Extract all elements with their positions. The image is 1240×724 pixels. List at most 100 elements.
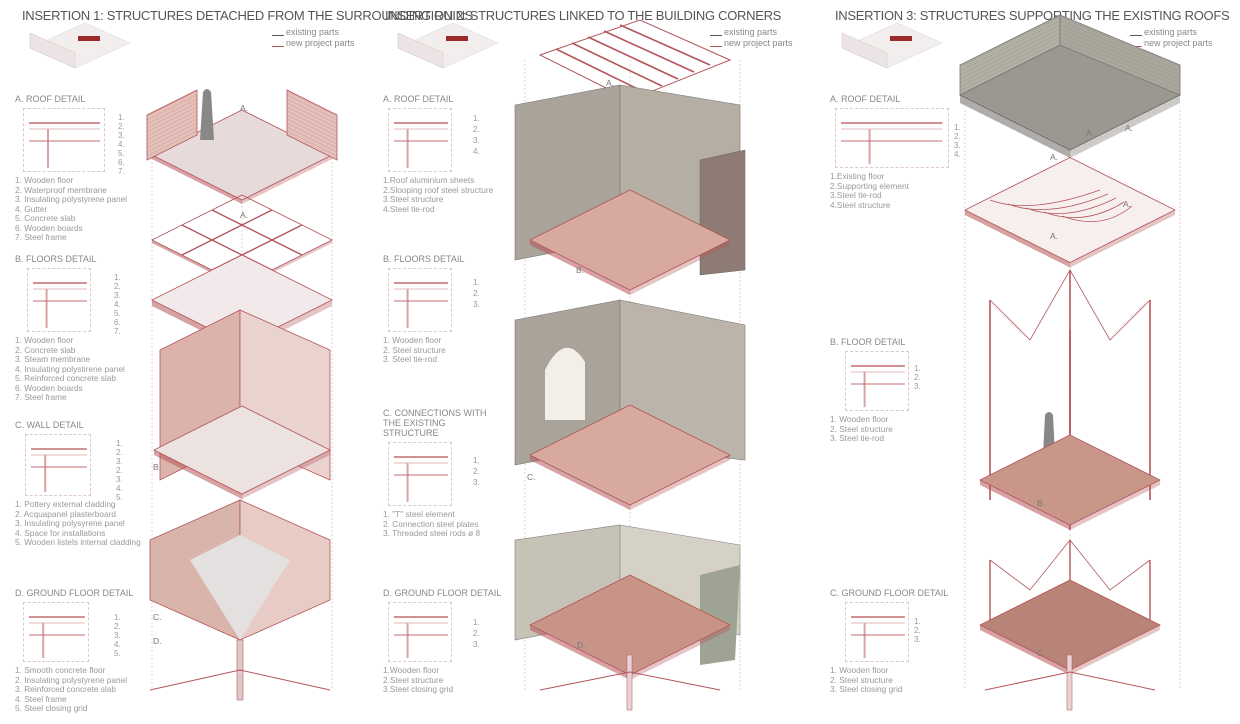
- insertion-2-connections-detail: C. CONNECTIONS WITH THE EXISTING STRUCTU…: [383, 408, 508, 539]
- list-item: 7. Steel frame: [15, 232, 67, 242]
- new-swatch: [710, 46, 722, 47]
- floor-slab-side: [242, 450, 330, 499]
- frame-beam: [211, 224, 303, 271]
- roof-parapet-stripe: [286, 114, 338, 141]
- list-item: 4. Steel frame: [15, 693, 67, 704]
- list-item: 3. Steel closing grid: [830, 684, 903, 694]
- list-item: 4.Steel tie-rod: [383, 203, 435, 214]
- marker-label: B.: [1037, 498, 1046, 508]
- existing-ruin-wall: [514, 524, 621, 641]
- floor-platform: [529, 189, 731, 291]
- existing-swatch: [272, 35, 284, 36]
- roof-parapet-stripe: [146, 98, 198, 125]
- detail-section-drawing: 1.2.3.4.5.6.7.: [23, 108, 125, 176]
- detail-section-drawing: 1.2.3.: [845, 602, 921, 662]
- floor-platform-side: [980, 625, 1070, 675]
- list-item: 4. Insulating polystirene panel: [15, 363, 125, 374]
- list-item: 3. Insulating polystyrene panel: [15, 194, 128, 204]
- floor-platform: [529, 574, 731, 676]
- legend-existing-label: existing parts: [1144, 27, 1198, 37]
- interior-floor: [190, 535, 290, 640]
- roof-platform-side: [242, 155, 332, 204]
- detail-heading: B. FLOORS DETAIL: [15, 254, 97, 264]
- key-plan-building-wall: [29, 32, 76, 69]
- detail-section-lines: [31, 448, 87, 492]
- support-column: [626, 654, 633, 711]
- roof-parapet-stripe: [286, 106, 338, 133]
- detail-heading: C. WALL DETAIL: [15, 420, 84, 430]
- marker-label: D.: [153, 636, 162, 646]
- roof-parapet-stripe: [146, 122, 198, 149]
- list-item: 3. Insulating polysyrene panel: [15, 518, 125, 528]
- marker-label: A.: [1123, 199, 1132, 209]
- roof-parapet-stripe: [146, 106, 198, 133]
- tie-rod: [1025, 197, 1117, 214]
- insertion-2-roof-detail: A. ROOF DETAIL 1.2.3.4. 1.Roof aluminium…: [383, 94, 508, 214]
- roof-steel-frame: [151, 194, 333, 286]
- key-plan-building-wall: [397, 32, 444, 69]
- roof-steel-frame-side: [152, 240, 242, 288]
- tie-rod: [1007, 193, 1109, 211]
- legend-3: existing parts new project parts: [1130, 27, 1213, 49]
- list-item: 1.Roof aluminium sheets: [383, 175, 475, 185]
- detail-heading: D. GROUND FLOOR DETAIL: [15, 588, 134, 598]
- floor-platform-side: [530, 625, 630, 680]
- detail-section-drawing: 1.2.3.2.3.4.5.: [25, 434, 123, 502]
- supporting-roof-element: [964, 157, 1176, 263]
- roof-parapet-stripe: [146, 94, 198, 121]
- list-item: 4. Space for installations: [15, 527, 106, 538]
- tie-rod: [1043, 201, 1125, 218]
- list-item: 6. Wooden boards: [15, 222, 83, 233]
- detail-heading: A. ROOF DETAIL: [15, 94, 86, 104]
- ground-floor-wall: [239, 499, 331, 641]
- floor-platform: [979, 434, 1161, 526]
- insertion-2-title: INSERTION 2: STRUCTURES LINKED TO THE BU…: [385, 8, 782, 23]
- existing-roof-slab-side: [960, 95, 1070, 158]
- tie-rod: [989, 539, 1151, 591]
- floor-platform-side: [1070, 480, 1160, 530]
- existing-parapet: [959, 14, 1061, 96]
- roof-parapet-stripe: [286, 122, 338, 149]
- list-item: 5. Steel closing grid: [15, 703, 88, 713]
- existing-ruin-wall: [619, 84, 741, 251]
- detail-section-lines: [394, 122, 448, 168]
- roof-sheet-beam: [603, 30, 695, 73]
- floor-platform-side: [630, 455, 730, 510]
- marker-label: D.: [577, 640, 586, 650]
- key-plan-building-wall: [841, 32, 888, 69]
- marker-label: A.: [240, 210, 249, 220]
- list-item: 5. Wooden listels internal cladding: [15, 537, 141, 547]
- marker-label: A.: [606, 78, 615, 88]
- roof-sheet-beam: [619, 24, 711, 66]
- insertion-3-roof-detail: A. ROOF DETAIL 1.2.3.4. 1.Existing floor…: [830, 94, 961, 210]
- list-item: 6. Wooden boards: [15, 382, 83, 393]
- list-item: 1. Wooden floor: [15, 335, 74, 345]
- detail-section-drawing: 1.2.3.4.5.: [23, 602, 121, 662]
- list-item: 3. Steel tie-rod: [830, 433, 884, 443]
- detail-section-drawing: 1.2.3.: [388, 602, 480, 662]
- roof-parapet-stripe: [286, 110, 338, 137]
- detail-heading: B. FLOOR DETAIL: [830, 337, 906, 347]
- roof-parapet-stripe: [146, 126, 198, 153]
- key-plan-building-highlight: [890, 36, 912, 41]
- support-column: [1066, 654, 1073, 711]
- insertion-2-ground-floor-detail: D. GROUND FLOOR DETAIL 1.2.3. 1.Wooden f…: [383, 588, 508, 695]
- roof-parapet-stripe: [286, 130, 338, 157]
- existing-parapet-stripe: [959, 32, 1061, 84]
- list-item: 1. Pottery external cladding: [15, 499, 116, 509]
- list-item: 2.Slooping roof steel structure: [383, 184, 494, 195]
- key-plan-building: [397, 22, 499, 69]
- wall-panel: [159, 309, 241, 481]
- foundation-beam: [984, 671, 1156, 691]
- legend-existing-label: existing parts: [724, 27, 778, 37]
- floor-platform: [979, 579, 1161, 671]
- existing-wall-fragment: [700, 565, 740, 665]
- marker-label: A.: [240, 103, 249, 113]
- list-item: 1. Wooden floor: [830, 665, 889, 675]
- key-plan-building-highlight: [78, 36, 100, 41]
- floor-platform-side: [980, 480, 1070, 530]
- roof-parapet-stripe: [146, 90, 198, 117]
- detail-heading: D. GROUND FLOOR DETAIL: [383, 588, 502, 598]
- legend-new-label: new project parts: [724, 38, 793, 48]
